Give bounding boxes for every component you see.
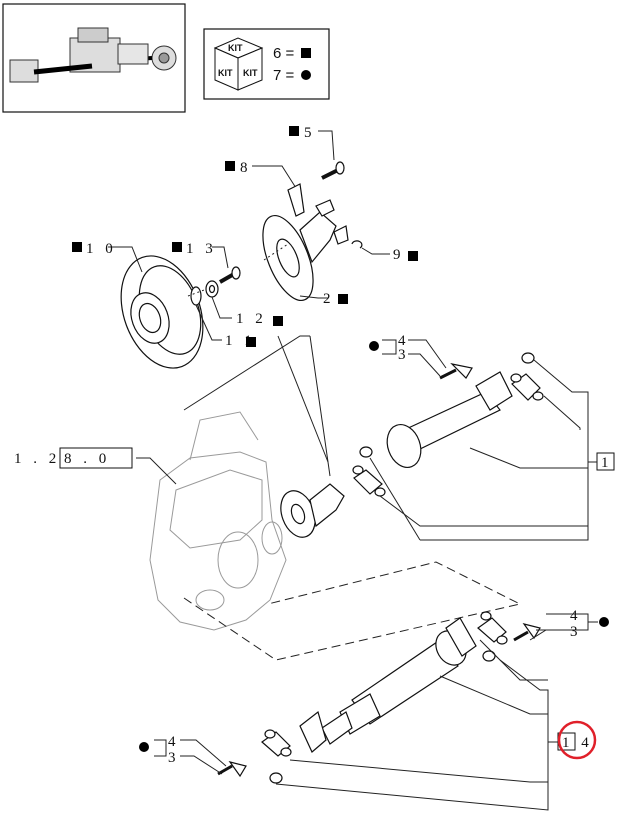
circlip-9-part[interactable] <box>351 240 363 249</box>
circle-marker-icon <box>301 70 311 80</box>
front-snap-ring-2-part[interactable] <box>521 352 535 364</box>
square-marker-icon <box>408 251 418 261</box>
callout-11: 1 1 <box>225 333 256 349</box>
front-flange-part[interactable] <box>275 483 345 542</box>
callout-12: 1 2 <box>236 311 267 327</box>
ref-box-label: 8 . 0 <box>64 451 110 467</box>
square-marker-icon <box>225 161 235 171</box>
kit-top-label: KIT <box>228 43 243 53</box>
rear-ujoint-cross-upper-part[interactable] <box>477 611 508 645</box>
square-marker-icon <box>172 242 182 252</box>
overview-thumbnail[interactable] <box>2 3 186 113</box>
reference-box-1.28.0[interactable] <box>59 447 133 469</box>
oring-11-part[interactable] <box>190 286 202 306</box>
callout-3-rear: 3 <box>570 624 582 640</box>
callout-2: 2 <box>323 291 335 307</box>
rear-lock-bolt-lower-part[interactable] <box>217 761 247 778</box>
kit-right-label: KIT <box>243 68 258 78</box>
callout-3-lower: 3 <box>168 750 180 766</box>
callout-5: 5 <box>304 125 316 141</box>
callout-9: 9 <box>393 247 405 263</box>
front-lock-bolt-part[interactable] <box>439 363 473 380</box>
lock-plate-8-part[interactable] <box>287 183 305 217</box>
front-snap-ring-part[interactable] <box>359 446 373 458</box>
circle-marker-icon <box>369 341 379 351</box>
transmission-housing-drawing <box>149 411 287 631</box>
square-marker-icon <box>301 48 311 58</box>
rear-ujoint-cross-lower-part[interactable] <box>261 729 292 757</box>
rear-lock-bolt-upper-part[interactable] <box>513 623 541 642</box>
rear-yoke-upper-part[interactable] <box>445 617 477 657</box>
callout-13: 1 3 <box>186 241 217 257</box>
kit-left-label: KIT <box>218 68 233 78</box>
callout-10: 1 0 <box>86 241 117 257</box>
rear-snap-ring-upper-part[interactable] <box>482 650 496 662</box>
thumbnail-driveline-drawing <box>9 27 177 83</box>
front-shaft-part[interactable] <box>381 371 513 472</box>
callout-4-rear: 4 <box>570 608 582 624</box>
rear-yoke-lower-part[interactable] <box>299 710 327 753</box>
bolt-13-part[interactable] <box>219 266 241 284</box>
circle-marker-icon <box>599 617 609 627</box>
square-marker-icon <box>72 242 82 252</box>
rear-shaft-part[interactable] <box>321 625 472 745</box>
front-ujoint-cross-part[interactable] <box>352 465 386 497</box>
callout-1: 1 <box>601 455 613 471</box>
washer-12-part[interactable] <box>205 280 219 298</box>
legend-circle-text: 7 = <box>273 67 295 84</box>
square-marker-icon <box>246 337 256 347</box>
front-ujoint-cross-2-part[interactable] <box>510 373 544 401</box>
square-marker-icon <box>289 126 299 136</box>
rear-snap-ring-lower-part[interactable] <box>269 772 283 784</box>
square-marker-icon <box>338 294 348 304</box>
kit-legend: KIT KIT KIT 6 = 7 = <box>203 28 330 100</box>
callout-4-front: 4 <box>398 333 410 349</box>
callout-14: 1 4 <box>562 735 593 751</box>
flange-yoke-2-part[interactable] <box>253 199 349 307</box>
legend-square-text: 6 = <box>273 45 295 62</box>
callout-3-front: 3 <box>398 347 410 363</box>
callout-4-lower: 4 <box>168 734 180 750</box>
callout-8: 8 <box>240 160 252 176</box>
pulley-disc-10-part[interactable] <box>106 245 217 380</box>
square-marker-icon <box>273 316 283 326</box>
highlight-ring <box>557 720 597 760</box>
ref-prefix: 1 . 2 <box>14 451 60 467</box>
circle-marker-icon <box>139 742 149 752</box>
bolt-5-part[interactable] <box>321 161 345 180</box>
kit-cube-icon: KIT KIT KIT <box>213 37 264 91</box>
